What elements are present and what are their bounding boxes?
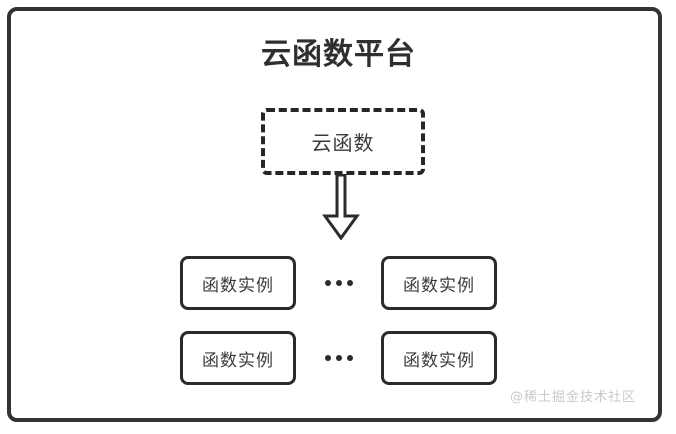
down-block-arrow-icon (322, 173, 360, 241)
ellipsis-dot (346, 355, 353, 361)
cloud-function-platform-frame: 云函数平台 云函数 函数实例 函数实例 函数实例 (7, 7, 662, 422)
ellipsis-dot (335, 355, 342, 361)
function-instance-label: 函数实例 (403, 350, 475, 371)
function-instance-box: 函数实例 (180, 331, 296, 385)
function-instance-label: 函数实例 (202, 350, 274, 371)
ellipsis-dot (324, 280, 331, 286)
function-instance-label: 函数实例 (202, 275, 274, 296)
function-instance-box: 函数实例 (381, 331, 497, 385)
ellipsis-dot (324, 355, 331, 361)
cloud-function-node: 云函数 (261, 108, 425, 175)
ellipsis-indicator (296, 280, 381, 286)
watermark: @稀土掘金技术社区 (509, 390, 636, 405)
ellipsis-dot (335, 280, 342, 286)
function-instance-box: 函数实例 (180, 256, 296, 310)
instance-row-1: 函数实例 函数实例 (11, 256, 666, 310)
ellipsis-dot (346, 280, 353, 286)
instance-row-2: 函数实例 函数实例 (11, 331, 666, 385)
cloud-function-node-label: 云函数 (311, 131, 375, 155)
ellipsis-indicator (296, 355, 381, 361)
function-instance-label: 函数实例 (403, 275, 475, 296)
page-title: 云函数平台 (261, 37, 416, 72)
function-instance-box: 函数实例 (381, 256, 497, 310)
